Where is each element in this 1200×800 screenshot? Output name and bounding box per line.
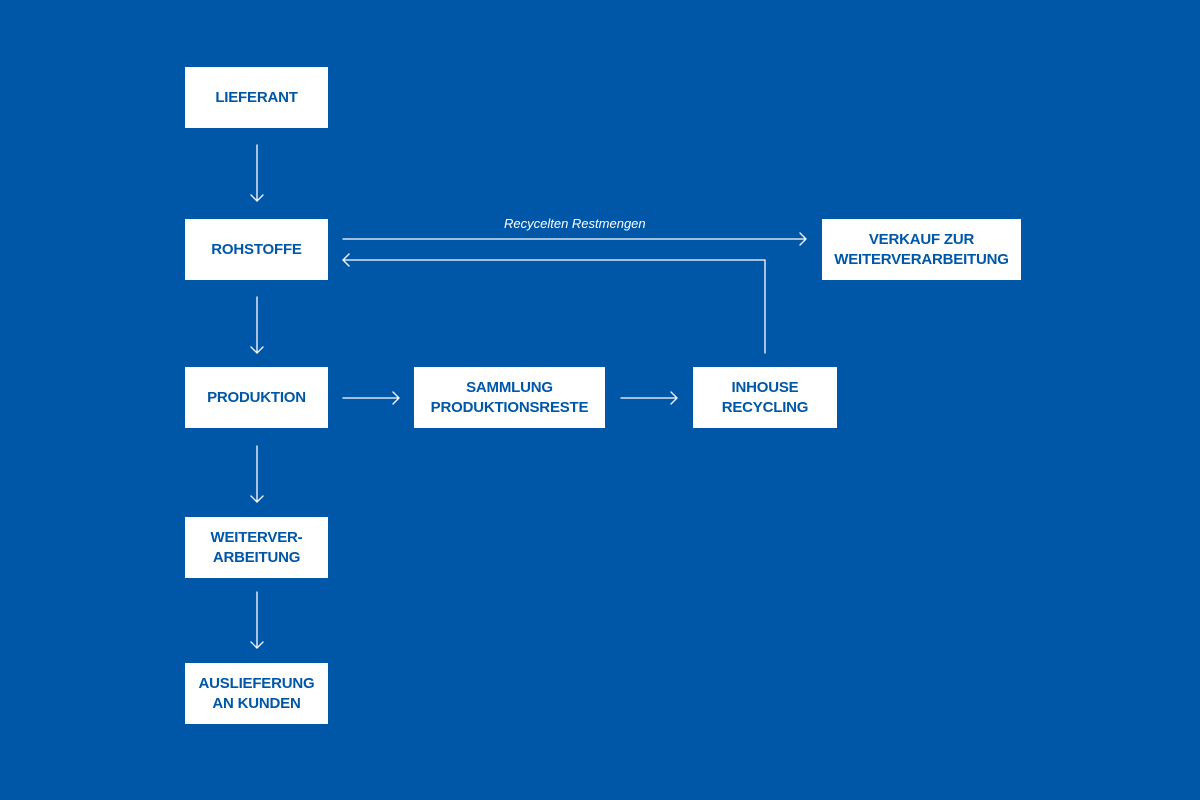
node-weiterverarbeitung-label-line1: WEITERVER- xyxy=(210,528,303,546)
arrow-lieferant-to-rohstoffe xyxy=(250,144,264,202)
node-auslieferung-label-line2: AN KUNDEN xyxy=(212,694,301,712)
node-inhouse: INHOUSE RECYCLING xyxy=(693,367,837,428)
node-verkauf-label-line2: WEITERVERARBEITUNG xyxy=(834,250,1009,268)
node-sammlung: SAMMLUNG PRODUKTIONSRESTE xyxy=(414,367,605,428)
node-verkauf: VERKAUF ZUR WEITERVERARBEITUNG xyxy=(822,219,1021,280)
node-rohstoffe-label: ROHSTOFFE xyxy=(211,240,302,258)
node-sammlung-label-line2: PRODUKTIONSRESTE xyxy=(430,398,589,416)
arrow-rohstoffe-to-verkauf xyxy=(342,232,807,246)
arrow-weiterverarbeitung-to-auslieferung xyxy=(250,591,264,649)
arrow-sammlung-to-inhouse xyxy=(620,391,678,405)
arrow-inhouse-to-rohstoffe xyxy=(342,253,766,354)
node-produktion-label: PRODUKTION xyxy=(207,388,306,406)
arrow-produktion-to-sammlung xyxy=(342,391,400,405)
node-sammlung-label-line1: SAMMLUNG xyxy=(466,378,553,396)
node-auslieferung: AUSLIEFERUNG AN KUNDEN xyxy=(185,663,328,724)
arrow-produktion-to-weiterverarbeitung xyxy=(250,445,264,503)
node-inhouse-label-line2: RECYCLING xyxy=(721,398,809,416)
node-verkauf-label-line1: VERKAUF ZUR xyxy=(868,230,975,248)
arrow-rohstoffe-to-produktion xyxy=(250,296,264,354)
node-rohstoffe: ROHSTOFFE xyxy=(185,219,328,280)
node-weiterverarbeitung: WEITERVER- ARBEITUNG xyxy=(185,517,328,578)
node-inhouse-label-line1: INHOUSE xyxy=(731,378,799,396)
node-weiterverarbeitung-label-line2: ARBEITUNG xyxy=(212,548,301,566)
edge-label-recycled: Recycelten Restmengen xyxy=(504,216,646,231)
node-produktion: PRODUKTION xyxy=(185,367,328,428)
node-lieferant-label: LIEFERANT xyxy=(215,88,298,106)
node-lieferant: LIEFERANT xyxy=(185,67,328,128)
node-auslieferung-label-line1: AUSLIEFERUNG xyxy=(198,674,315,692)
